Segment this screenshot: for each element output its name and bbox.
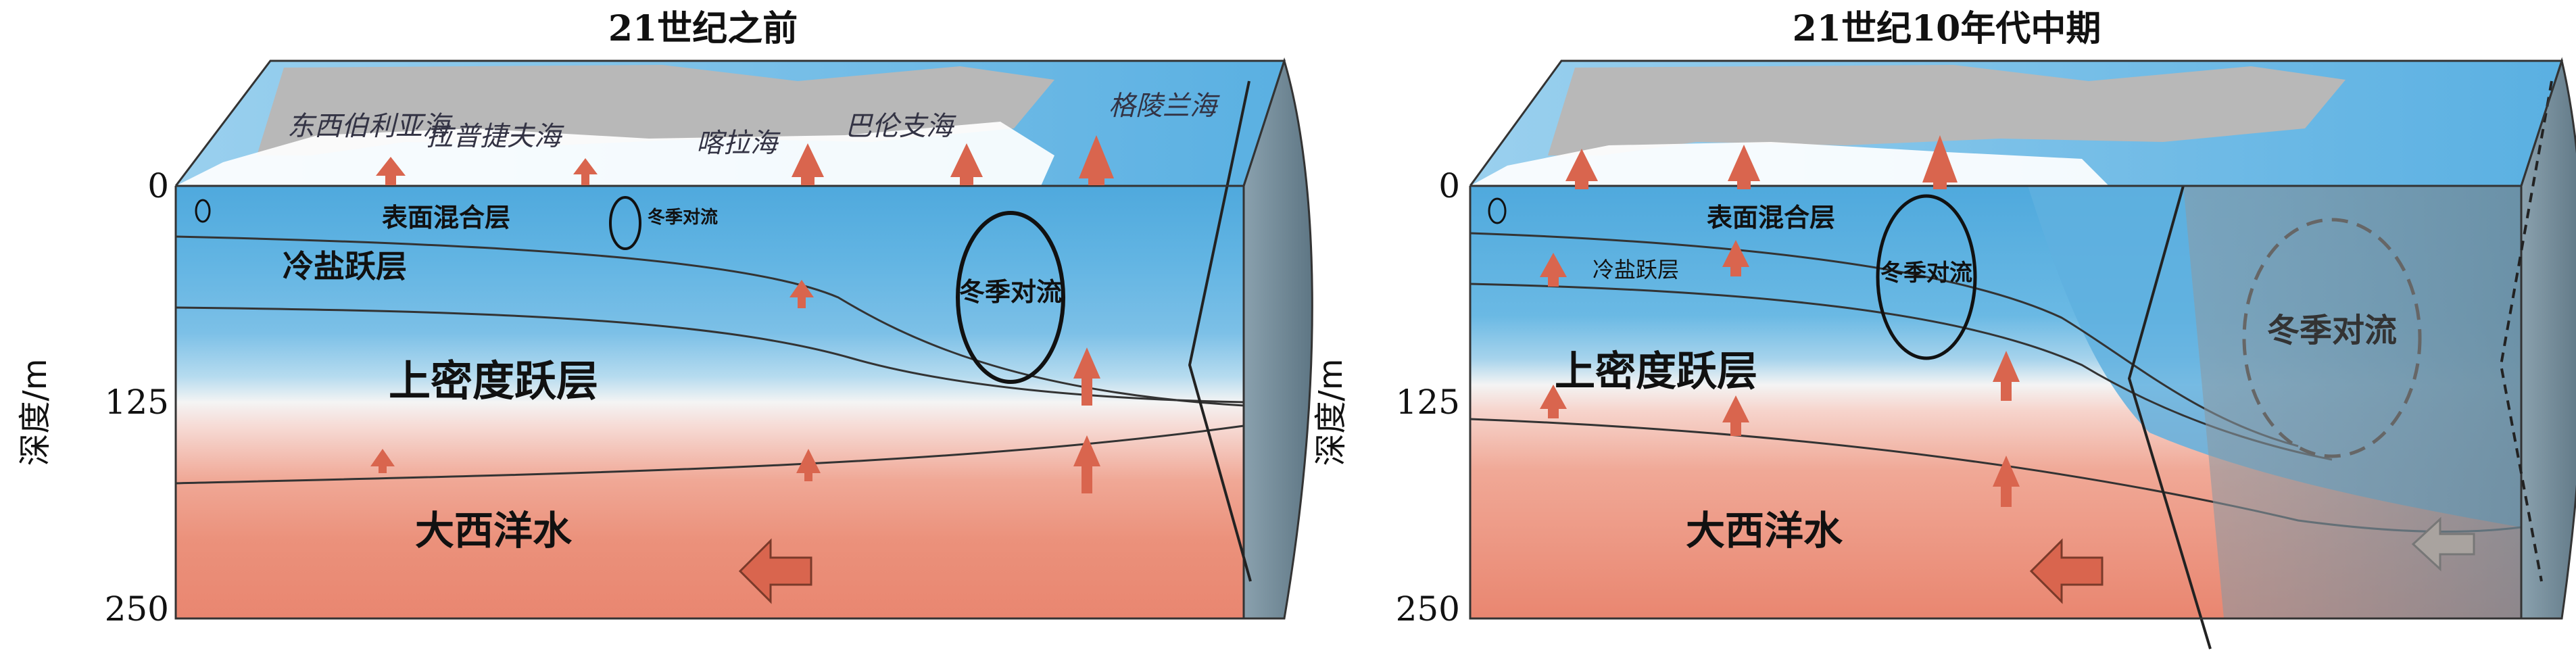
heat-flux-arrow bbox=[370, 449, 395, 473]
sea-label-greenland: 格陵兰海 bbox=[1109, 91, 1220, 122]
halocline-base-line bbox=[1469, 232, 2299, 447]
heat-flux-arrow bbox=[1993, 456, 2020, 507]
convection-label-large: 冬季对流 bbox=[2267, 312, 2397, 349]
heat-flux-arrow bbox=[1073, 435, 1100, 493]
y-tick-0: 0 bbox=[147, 166, 169, 205]
layer-label-atlantic: 大西洋水 bbox=[415, 508, 573, 554]
layer-label-halocline: 冷盐跃层 bbox=[283, 248, 407, 285]
panel-before-2000: 21世纪之前 深度/m 0 125 250 东西伯利亚海 拉普捷夫海 喀拉海 巴… bbox=[16, 8, 1313, 629]
panel-title: 21世纪10年代中期 bbox=[1793, 8, 2101, 49]
layer-label-halocline: 冷盐跃层 bbox=[1593, 257, 1679, 283]
heat-flux-arrow bbox=[1079, 135, 1114, 185]
side-face bbox=[1242, 57, 1313, 620]
heat-flux-arrow bbox=[950, 143, 983, 185]
box-outline bbox=[174, 59, 1286, 620]
side-face bbox=[2520, 57, 2576, 620]
gray-section-overlay bbox=[2183, 186, 2521, 618]
heat-flux-arrow bbox=[1722, 395, 1749, 436]
layer-label-atlantic: 大西洋水 bbox=[1686, 508, 1843, 554]
convection-cell-large-icon bbox=[2242, 218, 2422, 458]
convection-label-small: 冬季对流 bbox=[1880, 260, 1972, 287]
heat-flux-arrow bbox=[1565, 149, 1598, 189]
y-axis-label: 深度/m bbox=[16, 359, 54, 466]
heat-flux-arrow bbox=[1540, 253, 1567, 287]
y-tick-250: 250 bbox=[1396, 589, 1460, 629]
heat-flux-arrow bbox=[1722, 240, 1749, 276]
heat-flux-arrows bbox=[1540, 135, 2020, 507]
inflow-arrow-icon bbox=[738, 538, 812, 604]
section-line bbox=[2127, 185, 2212, 650]
y-axis-label: 深度/m bbox=[1312, 359, 1350, 466]
sea-label-barents: 巴伦支海 bbox=[845, 111, 956, 142]
heat-flux-arrow bbox=[376, 157, 406, 185]
convection-cell-small-icon bbox=[609, 196, 641, 250]
inflow-arrow-faded-icon bbox=[2411, 516, 2475, 572]
heat-flux-arrows bbox=[370, 135, 1114, 493]
panel-mid-2010s: 21世纪10年代中期 深度/m 0 125 250 bbox=[1312, 8, 2576, 650]
heat-flux-arrow bbox=[1922, 135, 1958, 189]
y-tick-250: 250 bbox=[105, 589, 169, 629]
atlantic-top-line bbox=[175, 424, 1244, 485]
layer-label-pycnocline: 上密度跃层 bbox=[389, 356, 598, 406]
inflow-arrow-icon bbox=[2029, 538, 2104, 604]
heat-flux-arrow bbox=[1073, 347, 1100, 406]
convection-cell-large-icon bbox=[956, 211, 1065, 384]
heat-flux-arrow bbox=[573, 158, 598, 185]
halocline-base-line bbox=[175, 235, 1244, 407]
y-tick-125: 125 bbox=[1396, 383, 1460, 422]
y-tick-125: 125 bbox=[105, 383, 169, 422]
water-column-front bbox=[176, 186, 1244, 618]
heat-flux-arrow bbox=[796, 449, 821, 481]
sea-label-laptev: 拉普捷夫海 bbox=[426, 121, 564, 152]
heat-flux-arrow bbox=[1993, 351, 2020, 401]
land-mass bbox=[1548, 65, 2346, 155]
section-line bbox=[1188, 80, 1252, 582]
sea-label-kara: 喀拉海 bbox=[696, 128, 781, 159]
y-tick-0: 0 bbox=[1438, 166, 1460, 205]
convection-cell-tiny-icon bbox=[195, 199, 211, 223]
convection-cell-tiny-icon bbox=[1488, 197, 1507, 224]
layer-label-mixed: 表面混合层 bbox=[382, 203, 510, 233]
heat-flux-arrow bbox=[789, 280, 814, 308]
heat-flux-arrow bbox=[1728, 145, 1760, 189]
heat-flux-arrow bbox=[1540, 385, 1567, 418]
heat-flux-arrow bbox=[792, 143, 824, 185]
panel-title: 21世纪之前 bbox=[608, 8, 798, 49]
layer-label-mixed: 表面混合层 bbox=[1707, 203, 1835, 233]
pycnocline-top-line bbox=[175, 306, 1244, 404]
layer-label-pycnocline: 上密度跃层 bbox=[1555, 348, 1757, 395]
convection-label-large: 冬季对流 bbox=[959, 277, 1062, 307]
convection-cell-small-icon bbox=[1876, 194, 1977, 360]
box-outline bbox=[1469, 59, 2564, 620]
convection-label-small: 冬季对流 bbox=[648, 208, 718, 228]
sea-label-east-siberian: 东西伯利亚海 bbox=[287, 111, 453, 142]
